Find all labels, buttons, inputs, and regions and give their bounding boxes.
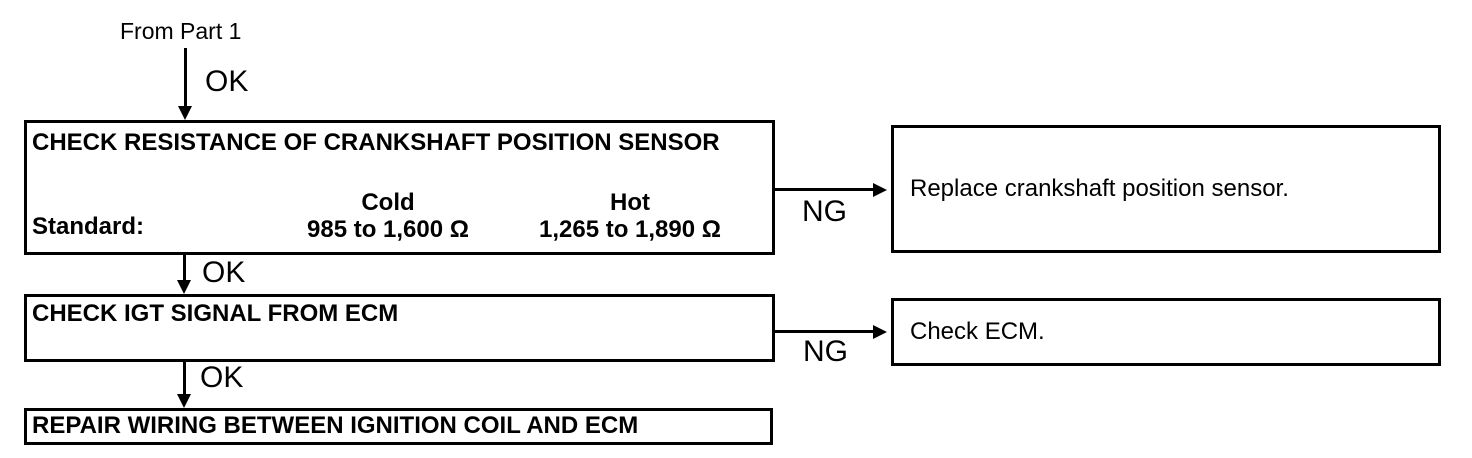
standard-label: Standard: <box>32 213 145 240</box>
spec-value-hot: 1,265 to 1,890 Ω <box>538 216 721 243</box>
spec-column-hot: Hot 1,265 to 1,890 Ω <box>515 189 745 243</box>
ok-label-2: OK <box>200 361 244 394</box>
step-title: REPAIR WIRING BETWEEN IGNITION COIL AND … <box>32 412 639 439</box>
start-label: From Part 1 <box>120 18 242 44</box>
ng-label-1: NG <box>802 195 847 228</box>
step-box-check-igt-signal: CHECK IGT SIGNAL FROM ECM <box>24 294 775 362</box>
spec-value-cold: 985 to 1,600 Ω <box>307 216 469 243</box>
ng-label-2: NG <box>803 335 848 368</box>
result-text: Replace crankshaft position sensor. <box>910 175 1289 202</box>
spec-header-cold: Cold <box>361 189 415 216</box>
step-title: CHECK RESISTANCE OF CRANKSHAFT POSITION … <box>32 129 720 156</box>
ok-label-entry: OK <box>205 65 249 98</box>
spec-header-hot: Hot <box>610 189 650 216</box>
step-box-repair-wiring: REPAIR WIRING BETWEEN IGNITION COIL AND … <box>24 408 773 445</box>
result-box-check-ecm: Check ECM. <box>891 298 1441 366</box>
spec-column-cold: Cold 985 to 1,600 Ω <box>288 189 488 243</box>
ok-label-1: OK <box>202 256 246 289</box>
result-text: Check ECM. <box>910 318 1045 345</box>
step-title: CHECK IGT SIGNAL FROM ECM <box>32 300 399 327</box>
step-box-check-resistance: CHECK RESISTANCE OF CRANKSHAFT POSITION … <box>24 120 775 255</box>
result-box-replace-sensor: Replace crankshaft position sensor. <box>891 125 1441 253</box>
